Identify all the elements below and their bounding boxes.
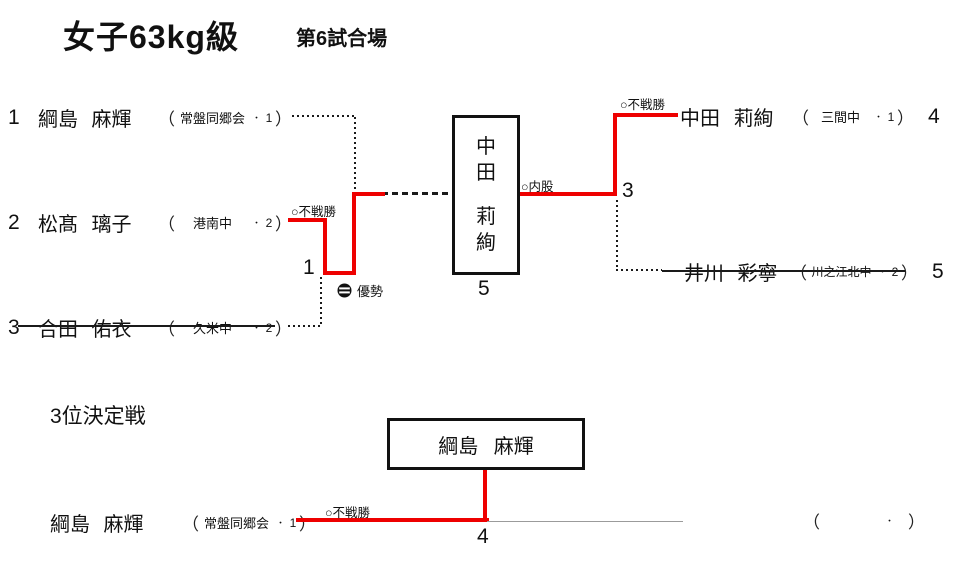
win-line-match3-rise [613,113,617,196]
athlete-name: 松髙 璃子 [38,214,132,236]
semifinal-result-label: 優勢 [337,281,383,300]
seed-number: 2 [265,215,273,230]
paren-open: （ [158,320,175,339]
third-place-empty-entry: （ ・ ） [803,508,925,533]
separator-dot: ・ [877,267,887,277]
seed-number: 2 [265,320,273,335]
seed-number: 1 [289,515,297,530]
separator-dot: ・ [251,218,261,228]
paren-close: ） [275,215,292,234]
third-place-winner-box: 綱島 麻輝 [387,418,585,470]
champion-surname: 中田 [476,136,496,184]
win-line-entry2-drop [323,218,327,275]
affiliation: （ 三間中 ・ 1 ） [792,104,914,129]
separator-dot: ・ [884,516,894,526]
withdrawn-strike-entry5 [662,270,905,272]
yusei-mark-icon [337,283,352,298]
entry-row-2: 2 松髙 璃子 （ 港南中 ・ 2 ） [8,208,292,237]
third-place-opponent-line [487,521,683,522]
separator-dot: ・ [251,113,261,123]
win-line-match1 [323,271,356,275]
draw-number: 1 [8,105,20,129]
win-line-third-place [296,518,489,522]
win-line-semifinal [352,192,385,196]
athlete-name: 綱島 麻輝 [38,109,132,131]
match3-result-label: ○不戦勝 [620,98,666,112]
win-line-entry4 [613,113,678,117]
bye-line-entry1 [292,115,356,117]
paren-close: ） [275,110,292,129]
win-line-match1-rise [352,192,356,275]
club-name: 常盤同郷会 [179,111,245,126]
athlete-name: 井川 彩寧 [684,263,778,285]
third-place-winner-name: 綱島 麻輝 [438,435,534,458]
draw-number: 2 [8,210,20,234]
win-line-entry2 [288,218,327,222]
athlete-name: 綱島 麻輝 [50,514,144,536]
club-name: 港南中 [192,216,232,231]
club-name: 久米中 [192,321,232,336]
bye-line-entry5-drop [616,200,618,270]
affiliation: （ 久米中 ・ 2 ） [158,315,292,340]
affiliation: （ 常盤同郷会 ・ 1 ） [158,105,292,130]
match1-number: 1 [303,256,315,279]
affiliation: （ 常盤同郷会 ・ 1 ） [182,510,316,535]
champion-given-name: 莉絢 [476,206,496,254]
paren-close: ） [275,320,292,339]
club-name: 川之江北中 [811,265,872,279]
paren-open: （ [158,110,175,129]
athlete-name: 中田 莉絢 [680,108,774,130]
third-place-heading: 3位決定戦 [50,405,146,428]
weight-class-title: 女子63kg級 [63,19,239,55]
seed-number: 1 [887,109,895,124]
draw-number: 3 [8,315,20,339]
mat-number-label: 第6試合場 [296,28,388,50]
separator-dot: ・ [251,323,261,333]
bye-line-entry1-drop [354,117,356,191]
paren-close: ） [897,109,914,128]
paren-close: ） [299,515,316,534]
champion-box: 中田 莉絢 [452,115,520,275]
bye-line-entry3-rise [320,277,322,327]
bye-line-entry5 [616,269,662,271]
separator-dot: ・ [873,112,883,122]
third-place-result-label: ○不戦勝 [325,506,371,520]
club-name: 三間中 [820,110,860,125]
separator-dot: ・ [275,518,285,528]
final-match-number: 5 [478,277,490,300]
paren-close: ） [901,264,918,283]
bye-line-entry3 [288,325,322,327]
paren-open: （ [803,513,820,532]
entry-row-4: 中田 莉絢 （ 三間中 ・ 1 ） 4 [680,102,940,131]
paren-open: （ [158,215,175,234]
entry-row-1: 1 綱島 麻輝 （ 常盤同郷会 ・ 1 ） [8,103,292,132]
paren-open: （ [182,515,199,534]
seed-number: 1 [265,110,273,125]
paren-close: ） [908,513,925,532]
semifinal-result-text: 優勢 [357,284,384,299]
paren-open: （ [792,109,809,128]
third-place-entry-row: 綱島 麻輝 （ 常盤同郷会 ・ 1 ） [50,508,316,537]
affiliation-empty: （ ・ ） [803,508,925,533]
entry-row-3: 3 合田 佑衣 （ 久米中 ・ 2 ） [8,313,292,342]
match1-result-label: ○不戦勝 [291,205,337,219]
final-result-label: ○内股 [521,180,554,194]
draw-number: 5 [932,259,944,283]
affiliation: （ 港南中 ・ 2 ） [158,210,292,235]
match3-number: 3 [622,179,634,202]
athlete-name: 合田 佑衣 [38,319,132,341]
third-place-match-number: 4 [477,525,489,548]
win-line-final [517,192,617,196]
withdrawn-strike-entry3 [18,325,275,327]
draw-number: 4 [928,104,940,128]
paren-open: （ [790,264,807,283]
club-name: 常盤同郷会 [203,516,269,531]
finalist-dashed-line [382,192,452,195]
win-line-third-place-rise [483,470,487,522]
